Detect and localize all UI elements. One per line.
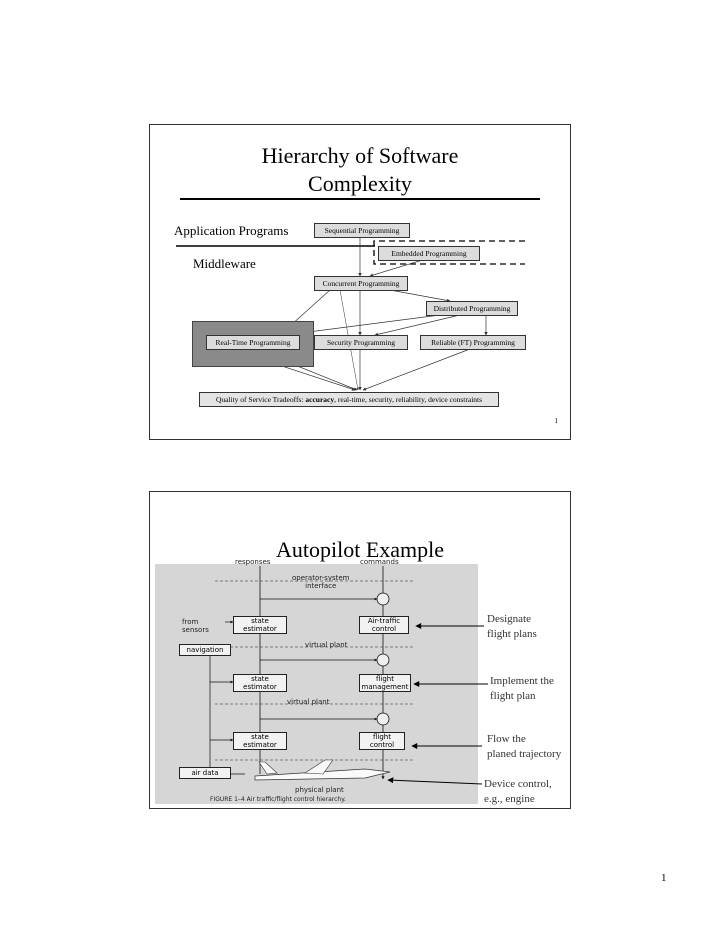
diagram-commands: commands (360, 558, 399, 566)
flight-control-line1: flight (373, 733, 391, 741)
air-traffic-line2: control (371, 625, 397, 633)
box-navigation: navigation (179, 644, 231, 656)
flight-mgmt-line1: flight (376, 675, 394, 683)
autopilot-figure: responses commands operator-system inter… (155, 558, 478, 804)
box-reliable-programming: Reliable (FT) Programming (420, 335, 526, 350)
operator-interface-line2: interface (305, 582, 337, 590)
box-state-estimator-3: state estimator (233, 732, 287, 750)
box-air-traffic-control: Air-traffic control (359, 616, 409, 634)
state-estimator-2-line2: estimator (243, 683, 277, 691)
from-sensors-line1: from (182, 618, 199, 626)
annotation-flow-line2: planed trajectory (487, 748, 562, 760)
annotation-designate-line1: Designate (487, 613, 531, 625)
qos-accuracy: accuracy (305, 395, 335, 404)
annotation-arrows (387, 623, 488, 785)
annotation-flow-line1: Flow the (487, 733, 526, 745)
annotation-flow: Flow the planed trajectory (487, 732, 561, 762)
box-air-data: air data (179, 767, 231, 779)
state-estimator-1-line1: state (251, 617, 269, 625)
annotation-designate-line2: flight plans (487, 628, 537, 640)
box-qos-tradeoffs: Quality of Service Tradeoffs: accuracy, … (199, 392, 499, 407)
box-security-programming: Security Programming (314, 335, 408, 350)
label-application-programs: Application Programs (174, 223, 289, 238)
flight-mgmt-line2: management (361, 683, 409, 691)
box-flight-management: flight management (359, 674, 411, 692)
state-estimator-3-line2: estimator (243, 741, 277, 749)
annotation-device-control-line1: Device control, (484, 778, 552, 790)
diagram-physical-plant: physical plant (295, 786, 344, 794)
box-embedded-programming: Embedded Programming (378, 246, 480, 261)
diagram-responses: responses (235, 558, 271, 566)
annotation-implement-line2: flight plan (490, 690, 536, 702)
slide1-title-line1: Hierarchy of Software (261, 143, 459, 168)
annotation-implement: Implement the flight plan (490, 674, 554, 704)
state-estimator-1-line2: estimator (243, 625, 277, 633)
page-number: 1 (661, 872, 667, 884)
diagram-from-sensors: from sensors (182, 618, 209, 634)
qos-suffix: , real-time, security, reliability, devi… (334, 395, 483, 404)
title-underline (180, 198, 540, 200)
diagram-figure-caption: FIGURE 1–4 Air traffic/flight control hi… (210, 796, 346, 803)
diagram-virtual-plant-1: virtual plant (305, 641, 348, 649)
operator-interface-line1: operator-system (292, 574, 350, 582)
box-realtime-programming: Real-Time Programming (206, 335, 300, 350)
flight-control-line2: control (369, 741, 395, 749)
air-traffic-line1: Air-traffic (367, 617, 401, 625)
box-state-estimator-2: state estimator (233, 674, 287, 692)
annotation-device-control: Device control, e.g., engine (484, 777, 552, 807)
annotation-device-control-line2: e.g., engine (484, 793, 535, 805)
annotation-implement-line1: Implement the (490, 675, 554, 687)
slide2-title: Autopilot Example (275, 537, 445, 562)
label-middleware: Middleware (193, 256, 256, 271)
state-estimator-2-line1: state (251, 675, 269, 683)
slide-autopilot: Autopilot Example (149, 491, 571, 809)
box-flight-control: flight control (359, 732, 405, 750)
box-concurrent-programming: Concurrent Programming (314, 276, 408, 291)
qos-prefix: Quality of Service Tradeoffs: (215, 395, 306, 404)
from-sensors-line2: sensors (182, 626, 209, 634)
diagram-operator-interface: operator-system interface (292, 574, 350, 590)
annotation-designate: Designate flight plans (487, 612, 537, 642)
slide1-title-line2: Complexity (308, 171, 412, 196)
box-sequential-programming: Sequential Programming (314, 223, 410, 238)
box-state-estimator-1: state estimator (233, 616, 287, 634)
autopilot-diagram-lines (209, 566, 415, 781)
diagram-virtual-plant-2: virtual plant (287, 698, 330, 706)
slide-hierarchy: Hierarchy of Software Complexity Applica… (149, 124, 571, 440)
slide1-number: 1 (554, 417, 559, 425)
box-distributed-programming: Distributed Programming (426, 301, 518, 316)
state-estimator-3-line1: state (251, 733, 269, 741)
hierarchy-connectors (176, 235, 525, 391)
